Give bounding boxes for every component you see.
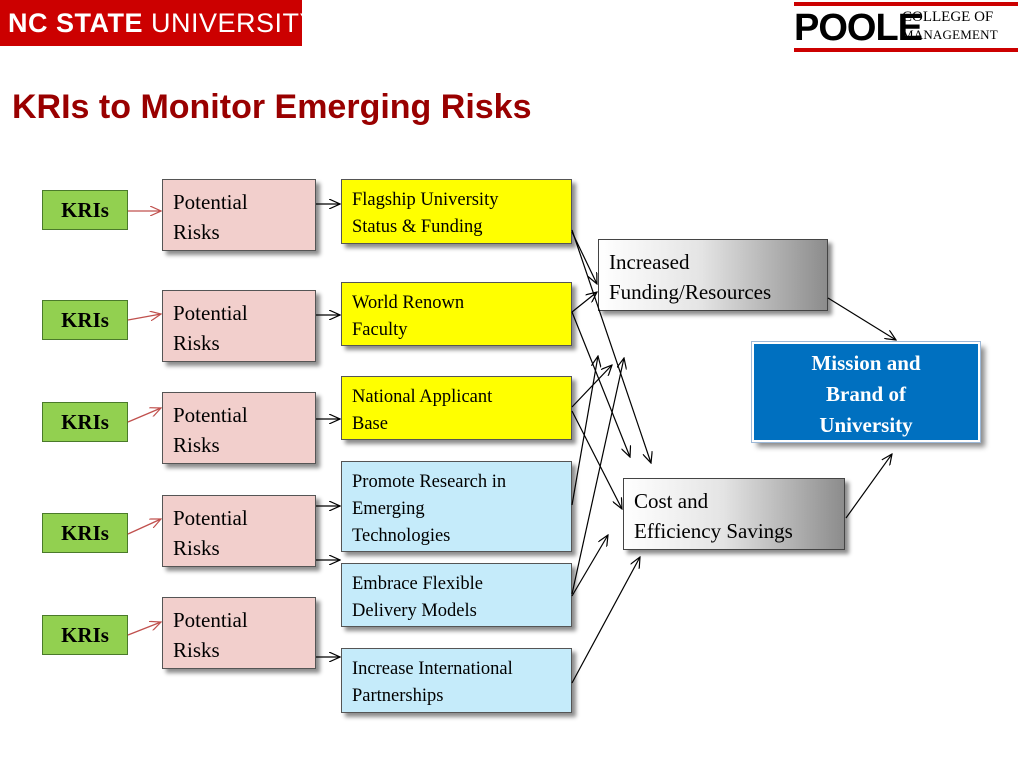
kri-to-risk-arrows xyxy=(127,211,161,636)
poole-logo-wordmark: POOLE xyxy=(794,7,923,49)
slide-title: KRIs to Monitor Emerging Risks xyxy=(12,88,532,126)
kri-box: KRIs xyxy=(42,513,128,553)
kri-box: KRIs xyxy=(42,300,128,340)
nc-state-university-logo: NC STATE UNIVERSITY xyxy=(0,0,318,46)
kri-box: KRIs xyxy=(42,402,128,442)
kri-box: KRIs xyxy=(42,190,128,230)
poole-logo-bottom-bar xyxy=(794,48,1018,52)
kri-box: KRIs xyxy=(42,615,128,655)
poole-logo-subtitle: COLLEGE OF MANAGEMENT xyxy=(902,9,998,42)
poole-logo-top-bar xyxy=(794,2,1018,6)
risk-to-goal-arrows xyxy=(316,204,340,657)
